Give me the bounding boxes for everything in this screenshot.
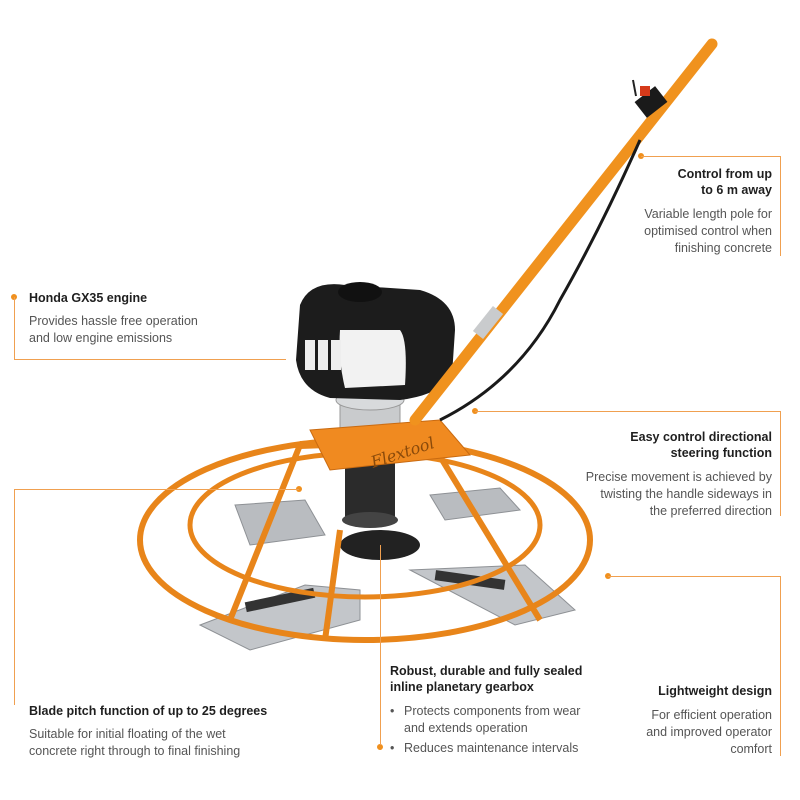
callout-control-title: Control from up to 6 m away [644, 166, 772, 198]
callout-lightweight-desc-line1: For efficient operation [651, 708, 772, 722]
callout-engine-desc-line1: Provides hassle free operation [29, 314, 198, 328]
gearbox-line-v [380, 545, 381, 745]
blade-line [14, 489, 299, 490]
callout-control-desc-line2: optimised control when [644, 224, 772, 238]
lightweight-line-v [780, 576, 781, 756]
blade-line-v [14, 489, 15, 705]
lightweight-line [608, 576, 780, 577]
callout-gearbox-title-line1: Robust, durable and fully sealed [390, 664, 583, 678]
gearbox-dot [377, 744, 383, 750]
callout-steering-desc: Precise movement is achieved by twisting… [586, 469, 772, 520]
callout-steering-desc-line3: the preferred direction [649, 504, 772, 518]
handle-pole [409, 38, 718, 426]
callout-control-desc-line1: Variable length pole for [644, 207, 772, 221]
callout-blade-desc-line2: concrete right through to final finishin… [29, 744, 241, 758]
callout-gearbox-title-line2: inline planetary gearbox [390, 680, 534, 694]
callout-control: Control from up to 6 m away Variable len… [644, 166, 772, 257]
callout-engine-title: Honda GX35 engine [29, 291, 148, 305]
control-line-v [780, 156, 781, 256]
callout-gearbox-title: Robust, durable and fully sealed inline … [390, 663, 582, 695]
callout-blade-desc-line1: Suitable for initial floating of the wet [29, 727, 226, 741]
gearbox-bullet-1-line1: Protects components from wear [404, 704, 581, 718]
callout-steering-title-line2: steering function [670, 446, 772, 460]
callout-engine-desc: Provides hassle free operation and low e… [29, 313, 198, 347]
callout-steering: Easy control directional steering functi… [586, 429, 772, 520]
callout-steering-title-line1: Easy control directional [630, 430, 772, 444]
callout-blade: Blade pitch function of up to 25 degrees… [29, 703, 267, 760]
gearbox-bullet-1-line2: and extends operation [404, 721, 528, 735]
blade-dot [296, 486, 302, 492]
callout-lightweight: Lightweight design For efficient operati… [646, 683, 772, 758]
callout-lightweight-title: Lightweight design [658, 684, 772, 698]
callout-steering-title: Easy control directional steering functi… [586, 429, 772, 461]
engine-line-v [14, 297, 15, 359]
callout-steering-desc-line2: twisting the handle sideways in [600, 487, 772, 501]
callout-steering-desc-line1: Precise movement is achieved by [585, 470, 772, 484]
gearbox-bullet-2-line1: Reduces maintenance intervals [404, 741, 579, 755]
callout-lightweight-desc: For efficient operation and improved ope… [646, 707, 772, 758]
callout-control-title-line2: to 6 m away [701, 183, 772, 197]
callout-gearbox: Robust, durable and fully sealed inline … [390, 663, 582, 757]
callout-control-title-line1: Control from up [677, 167, 772, 181]
control-line [641, 156, 780, 157]
engine-line [14, 359, 286, 360]
steering-line [475, 411, 780, 412]
callout-lightweight-desc-line2: and improved operator [646, 725, 772, 739]
frame-plate [309, 419, 471, 471]
gearbox-bullet-item: Protects components from wear and extend… [390, 703, 582, 737]
callout-blade-desc: Suitable for initial floating of the wet… [29, 726, 267, 760]
callout-control-desc: Variable length pole for optimised contr… [644, 206, 772, 257]
callout-engine-desc-line2: and low engine emissions [29, 331, 173, 345]
gearbox-bullet-list: Protects components from wear and extend… [390, 703, 582, 757]
callout-blade-title: Blade pitch function of up to 25 degrees [29, 704, 268, 718]
steering-line-v [780, 411, 781, 516]
gearbox-hub [335, 389, 420, 560]
gearbox-bullet-item: Reduces maintenance intervals [390, 740, 582, 757]
honda-engine [296, 282, 455, 400]
callout-engine: Honda GX35 engine Provides hassle free o… [29, 290, 198, 347]
callout-control-desc-line3: finishing concrete [674, 241, 772, 255]
callout-lightweight-desc-line3: comfort [730, 742, 772, 756]
